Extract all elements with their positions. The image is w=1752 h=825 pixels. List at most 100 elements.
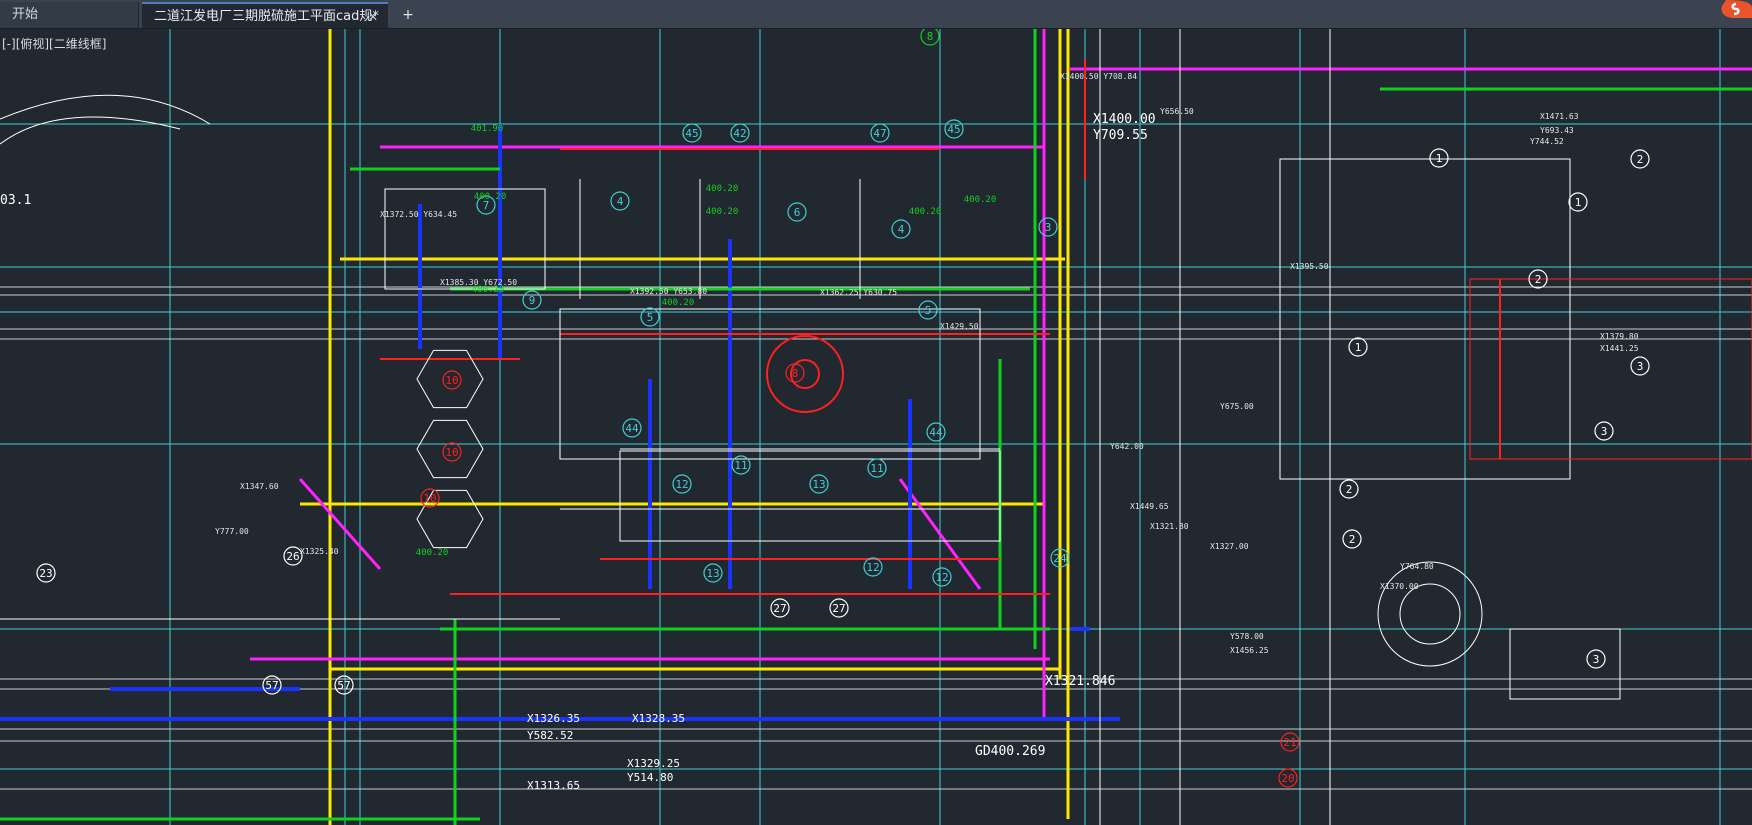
white-marker-circle — [1339, 479, 1359, 499]
coordinate-label-coord-a-x: X1326.35 — [527, 712, 580, 725]
white-marker-label: 3 — [1593, 653, 1600, 666]
cyan-marker-label: 13 — [812, 478, 825, 491]
cyan-marker-circle — [926, 422, 946, 442]
cyan-marker-label: 45 — [685, 127, 698, 140]
white-marker-label: 2 — [1346, 483, 1353, 496]
cyan-marker-label: 5 — [647, 311, 654, 324]
small-coordinate-label: X1441.25 — [1600, 344, 1639, 353]
red-marker-circle — [420, 488, 440, 508]
cyan-marker-circle — [682, 123, 702, 143]
white-marker-circle — [1594, 421, 1614, 441]
small-coordinate-label: X1395.50 — [1290, 262, 1329, 271]
road-curve — [0, 94, 211, 125]
elevation-label: 400.20 — [474, 192, 507, 202]
small-coordinate-label: X1471.63 — [1540, 112, 1579, 121]
small-coordinate-label: X1370.00 — [1380, 582, 1419, 591]
small-coordinate-label: X1449.65 — [1130, 502, 1169, 511]
fan-circle — [1377, 561, 1483, 667]
tab-label: 二道江发电厂三期脱硫施工平面cad规* — [154, 9, 379, 24]
cyan-marker-label: 11 — [870, 462, 883, 475]
coordinate-label-coord-b-x: X1328.35 — [632, 712, 685, 725]
elevation-label: 400.20 — [416, 548, 449, 558]
white-marker-label: 2 — [1637, 153, 1644, 166]
white-marker-label: 27 — [832, 602, 845, 615]
white-marker-label: 1 — [1575, 196, 1582, 209]
grid-lines — [0, 29, 1752, 825]
red-marker-label: 20 — [1281, 772, 1294, 785]
red-marker-circle — [1278, 768, 1298, 788]
cyan-marker-label: 3 — [1045, 221, 1052, 234]
white-marker-label: 23 — [39, 567, 52, 580]
white-marker-label: 57 — [337, 679, 350, 692]
elevation-label: 400.20 — [662, 298, 695, 308]
cyan-marker-label: 47 — [873, 127, 886, 140]
cyan-marker-circle — [870, 123, 890, 143]
white-marker-label: 26 — [286, 550, 299, 563]
absorber-ring — [766, 335, 844, 413]
cyan-marker-circle — [731, 455, 751, 475]
road-curve — [0, 116, 181, 145]
red-zone-outline — [1469, 278, 1752, 460]
cyan-marker-label: 44 — [929, 426, 943, 439]
white-marker-circle — [1342, 529, 1362, 549]
cyan-marker-label: 12 — [675, 478, 688, 491]
cyan-marker-label: 44 — [625, 422, 639, 435]
elevation-label: 400.20 — [706, 207, 739, 217]
close-icon[interactable]: ✕ — [367, 10, 378, 24]
coordinate-label-coord-a-y: Y582.52 — [527, 729, 573, 742]
red-marker-circle — [442, 442, 462, 462]
cyan-marker-circle — [787, 202, 807, 222]
viewport-controls-label[interactable]: [-][俯视][二维线框] — [2, 37, 107, 51]
pipe-line — [898, 478, 982, 590]
equipment-outlines — [0, 94, 1752, 700]
cyan-marker-label: 4 — [617, 195, 624, 208]
green-marker-circle — [920, 29, 940, 46]
coordinate-label-left-edge: 03.1 — [0, 193, 31, 208]
cyan-marker-label: 6 — [794, 206, 801, 219]
tab-drawing[interactable]: 二道江发电厂三期脱硫施工平面cad规* ✕ — [142, 2, 388, 28]
small-coordinate-label: Y656.50 — [1160, 107, 1194, 116]
cyan-marker-circle — [640, 307, 660, 327]
cyan-marker-circle — [867, 458, 887, 478]
cyan-marker-label: 42 — [733, 127, 746, 140]
small-coordinate-label: Y744.52 — [1530, 137, 1564, 146]
elevation-label: 400.20 — [706, 184, 739, 194]
small-coordinate-label: X1400.50 Y708.84 — [1060, 72, 1137, 81]
cyan-marker-circle — [622, 418, 642, 438]
coordinate-label-coord-c-x: X1329.25 — [627, 757, 680, 770]
cyan-marker-circle — [730, 123, 750, 143]
small-coordinate-label: Y777.00 — [215, 527, 249, 536]
small-coordinate-label: X1321.80 — [1150, 522, 1189, 531]
white-marker-circle — [334, 675, 354, 695]
cyan-marker-circle — [672, 474, 692, 494]
white-marker-circle — [36, 563, 56, 583]
red-marker-label: 8 — [792, 367, 799, 380]
white-marker-label: 2 — [1349, 533, 1356, 546]
cyan-marker-circle — [944, 119, 964, 139]
cyan-marker-circle — [476, 195, 496, 215]
elevation-label: 400.20 — [964, 195, 997, 205]
small-coordinate-label: X1385.30 Y672.50 — [440, 278, 517, 287]
tab-label: 开始 — [12, 7, 39, 22]
white-marker-circle — [1630, 149, 1650, 169]
coordinate-label-south-x: X1321.846 — [1045, 674, 1115, 689]
building-right-outline — [1279, 158, 1571, 480]
cyan-marker-label: 5 — [925, 304, 932, 317]
cyan-marker-circle — [610, 191, 630, 211]
white-marker-label: 1 — [1355, 341, 1362, 354]
red-marker-circle — [785, 363, 805, 383]
tab-start[interactable]: 开始 — [0, 2, 139, 28]
white-marker-label: 2 — [1535, 273, 1542, 286]
white-marker-circle — [262, 675, 282, 695]
fan-inner-circle — [1399, 583, 1461, 645]
small-coordinate-label: X1347.60 — [240, 482, 279, 491]
cyan-marker-label: 12 — [866, 561, 879, 574]
cyan-marker-label: 45 — [947, 123, 960, 136]
white-marker-label: 3 — [1637, 360, 1644, 373]
green-marker-label: 8 — [927, 30, 934, 43]
new-tab-button[interactable]: + — [402, 7, 414, 23]
coordinate-label-coord-c-y: Y514.80 — [627, 771, 673, 784]
